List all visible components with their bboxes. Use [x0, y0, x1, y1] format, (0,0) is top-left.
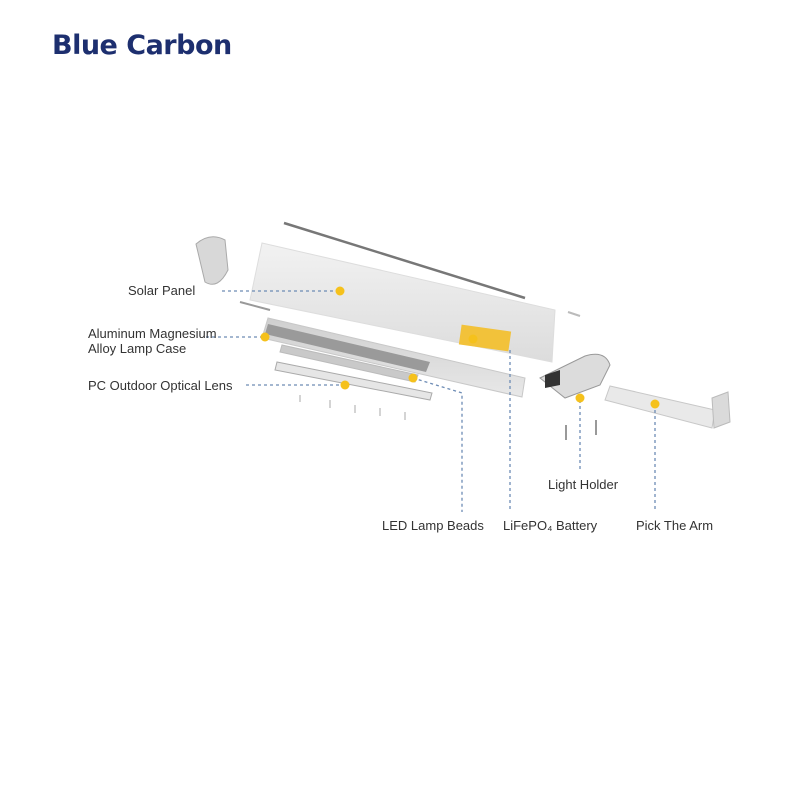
dot-optical-lens	[340, 380, 350, 390]
label-led-beads: LED Lamp Beads	[382, 518, 484, 533]
callout-dots	[260, 286, 660, 409]
light-holder-part	[539, 353, 611, 399]
top-rod	[283, 221, 526, 300]
label-lamp-case-line2: Alloy Lamp Case	[88, 341, 187, 356]
dot-light-holder	[575, 393, 585, 403]
label-optical-lens: PC Outdoor Optical Lens	[88, 378, 233, 393]
dot-led-beads	[408, 373, 418, 383]
optical-lens-part	[274, 361, 433, 401]
end-cap	[195, 236, 229, 285]
label-light-holder: Light Holder	[548, 477, 619, 492]
battery-part	[458, 324, 512, 352]
label-arm: Pick The Arm	[636, 518, 714, 533]
dot-lamp-case	[260, 332, 270, 342]
dot-arm	[650, 399, 660, 409]
brand-logo: Blue Carbon	[52, 30, 232, 61]
dot-battery	[468, 334, 478, 344]
dot-solar-panel	[335, 286, 345, 296]
label-lamp-case-line1: Aluminum Magnesium	[88, 326, 217, 341]
label-battery: LiFePO₄ Battery	[503, 518, 598, 533]
arm-part	[604, 385, 716, 429]
label-solar-panel: Solar Panel	[128, 283, 196, 298]
leader-lines	[206, 290, 656, 512]
